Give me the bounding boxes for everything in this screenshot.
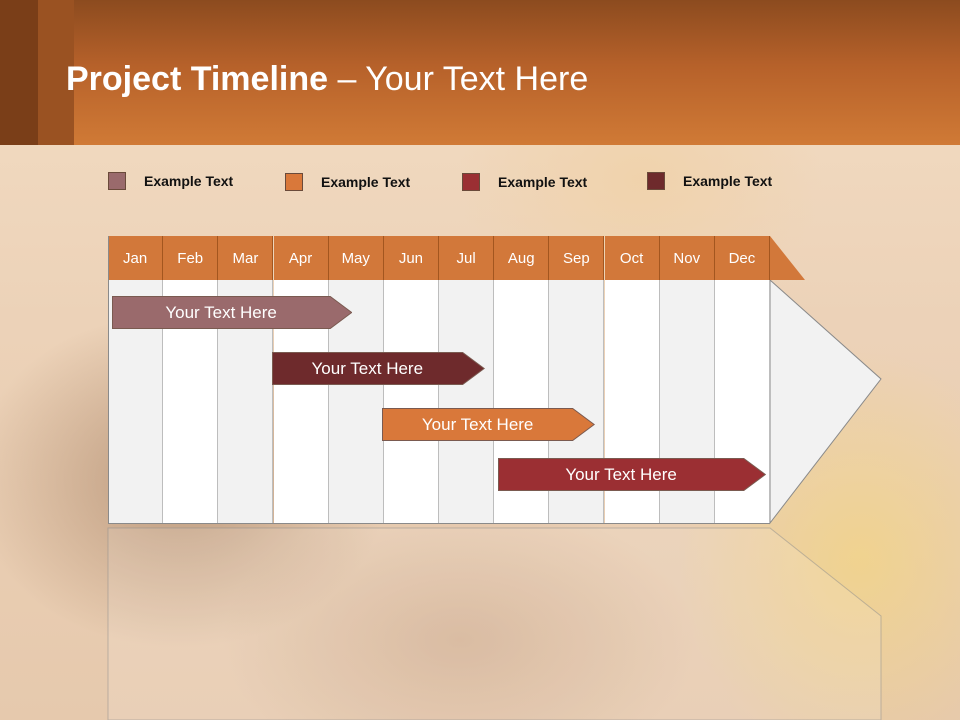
task-arrow-bar: Your Text Here [112, 296, 353, 329]
header-accent-stripe [38, 0, 74, 145]
legend-label: Example Text [683, 173, 773, 189]
task-arrow-shape [271, 352, 485, 385]
task-arrow-label: Your Text Here [421, 414, 534, 434]
legend-item: Example Text [462, 171, 587, 193]
task-arrow-label: Your Text Here [165, 302, 277, 322]
title-bold: Project Timeline [66, 60, 329, 98]
header-accent-stripe [0, 0, 38, 145]
month-header-sep: Sep [549, 236, 605, 280]
month-header-aug: Aug [494, 236, 550, 280]
legend-item: Example Text [647, 170, 772, 192]
header-band: Project Timeline – Your Text Here [0, 0, 960, 145]
month-header-apr: Apr [273, 236, 329, 280]
page-title: Project Timeline – Your Text Here [66, 60, 588, 99]
timeline-reflection [107, 527, 882, 720]
month-header-jul: Jul [439, 236, 495, 280]
timeline-frame [107, 236, 882, 720]
month-header-mar: Mar [218, 236, 274, 280]
month-header-oct: Oct [604, 236, 660, 280]
task-arrow-label: Your Text Here [565, 464, 677, 484]
task-arrow-shape [112, 296, 353, 329]
legend-label: Example Text [144, 173, 234, 189]
title-rest: – Your Text Here [328, 60, 589, 98]
month-header-nov: Nov [659, 236, 715, 280]
month-header-dec: Dec [714, 236, 770, 280]
month-column [383, 280, 439, 523]
legend-label: Example Text [498, 174, 588, 190]
legend-item: Example Text [285, 171, 410, 193]
legend-swatch [462, 173, 480, 191]
task-arrow-bar: Your Text Here [271, 352, 485, 385]
task-arrow-shape [498, 458, 766, 491]
task-arrow-bar: Your Text Here [382, 408, 595, 441]
month-header-feb: Feb [163, 236, 219, 280]
legend-label: Example Text [321, 174, 411, 190]
task-arrow-label: Your Text Here [311, 358, 424, 378]
month-header-may: May [328, 236, 384, 280]
month-header-jan: Jan [108, 236, 164, 280]
month-header-jun: Jun [383, 236, 439, 280]
timeline-arrow-header-tip [770, 236, 805, 280]
legend-swatch [108, 172, 126, 190]
legend-swatch [285, 173, 303, 191]
legend-item: Example Text [108, 170, 233, 192]
timeline-arrow-tip [769, 278, 882, 525]
legend-swatch [647, 172, 665, 190]
task-arrow-bar: Your Text Here [498, 458, 766, 491]
timeline-baseline [108, 523, 770, 524]
timeline-left-border [108, 236, 109, 524]
month-column [439, 280, 495, 523]
task-arrow-shape [382, 408, 595, 441]
